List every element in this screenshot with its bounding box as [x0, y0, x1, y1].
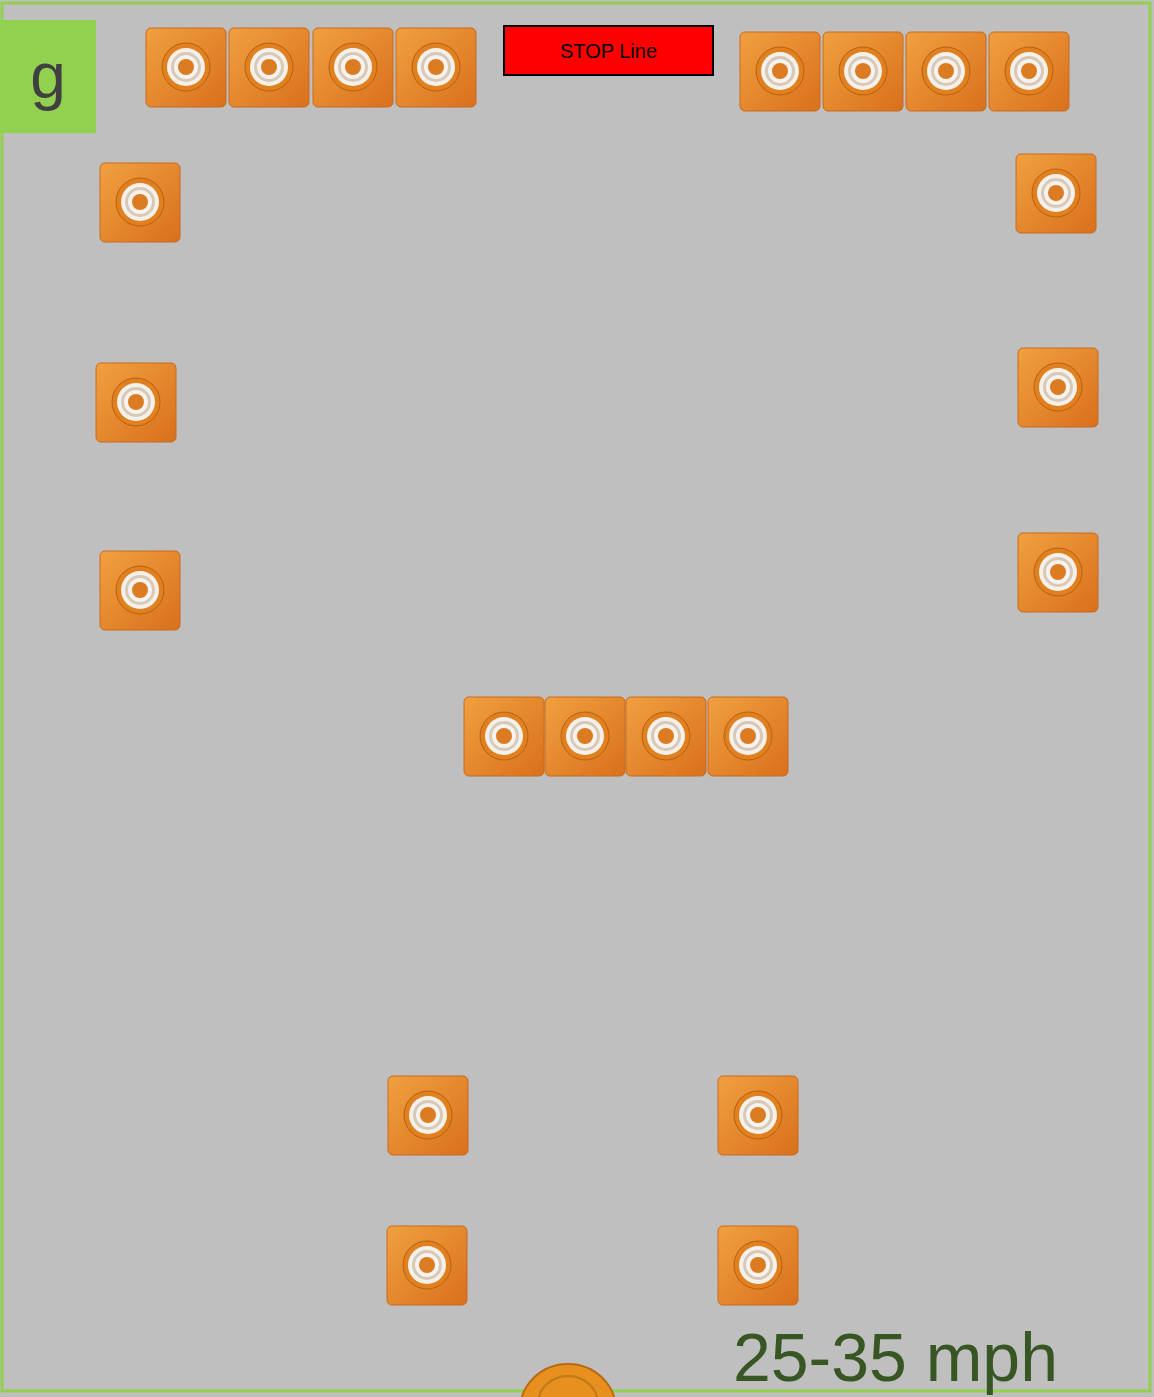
course-border	[2, 3, 1150, 1391]
traffic-cones	[96, 28, 1098, 1305]
node-text: STOP Line	[560, 40, 657, 62]
node-text: g	[30, 41, 66, 111]
zone-tag: g	[0, 20, 96, 133]
stop-line-box: STOP Line	[503, 25, 714, 76]
speed-label: 25-35 mph	[733, 1323, 1058, 1391]
vehicle	[520, 1364, 616, 1397]
